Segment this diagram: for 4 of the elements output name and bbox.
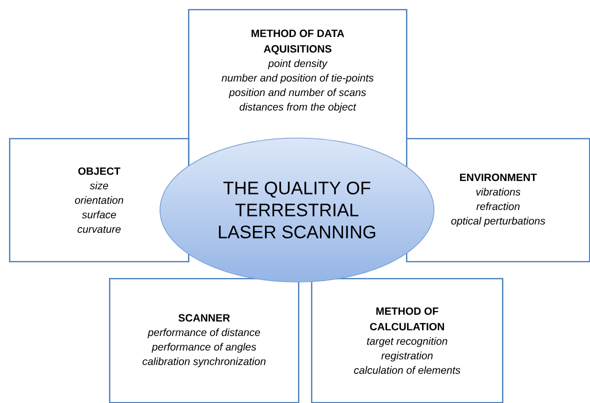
factor-box: METHOD OF CALCULATION target recognition registration calculation of elements	[311, 278, 504, 403]
factor-box: OBJECT size orientation surface curvature	[9, 138, 190, 262]
factor-box: SCANNER performance of distance performance of angles calibration synchronization	[109, 278, 300, 403]
factor-box: ENVIRONMENT vibrations refraction optical perturbations	[406, 138, 590, 262]
